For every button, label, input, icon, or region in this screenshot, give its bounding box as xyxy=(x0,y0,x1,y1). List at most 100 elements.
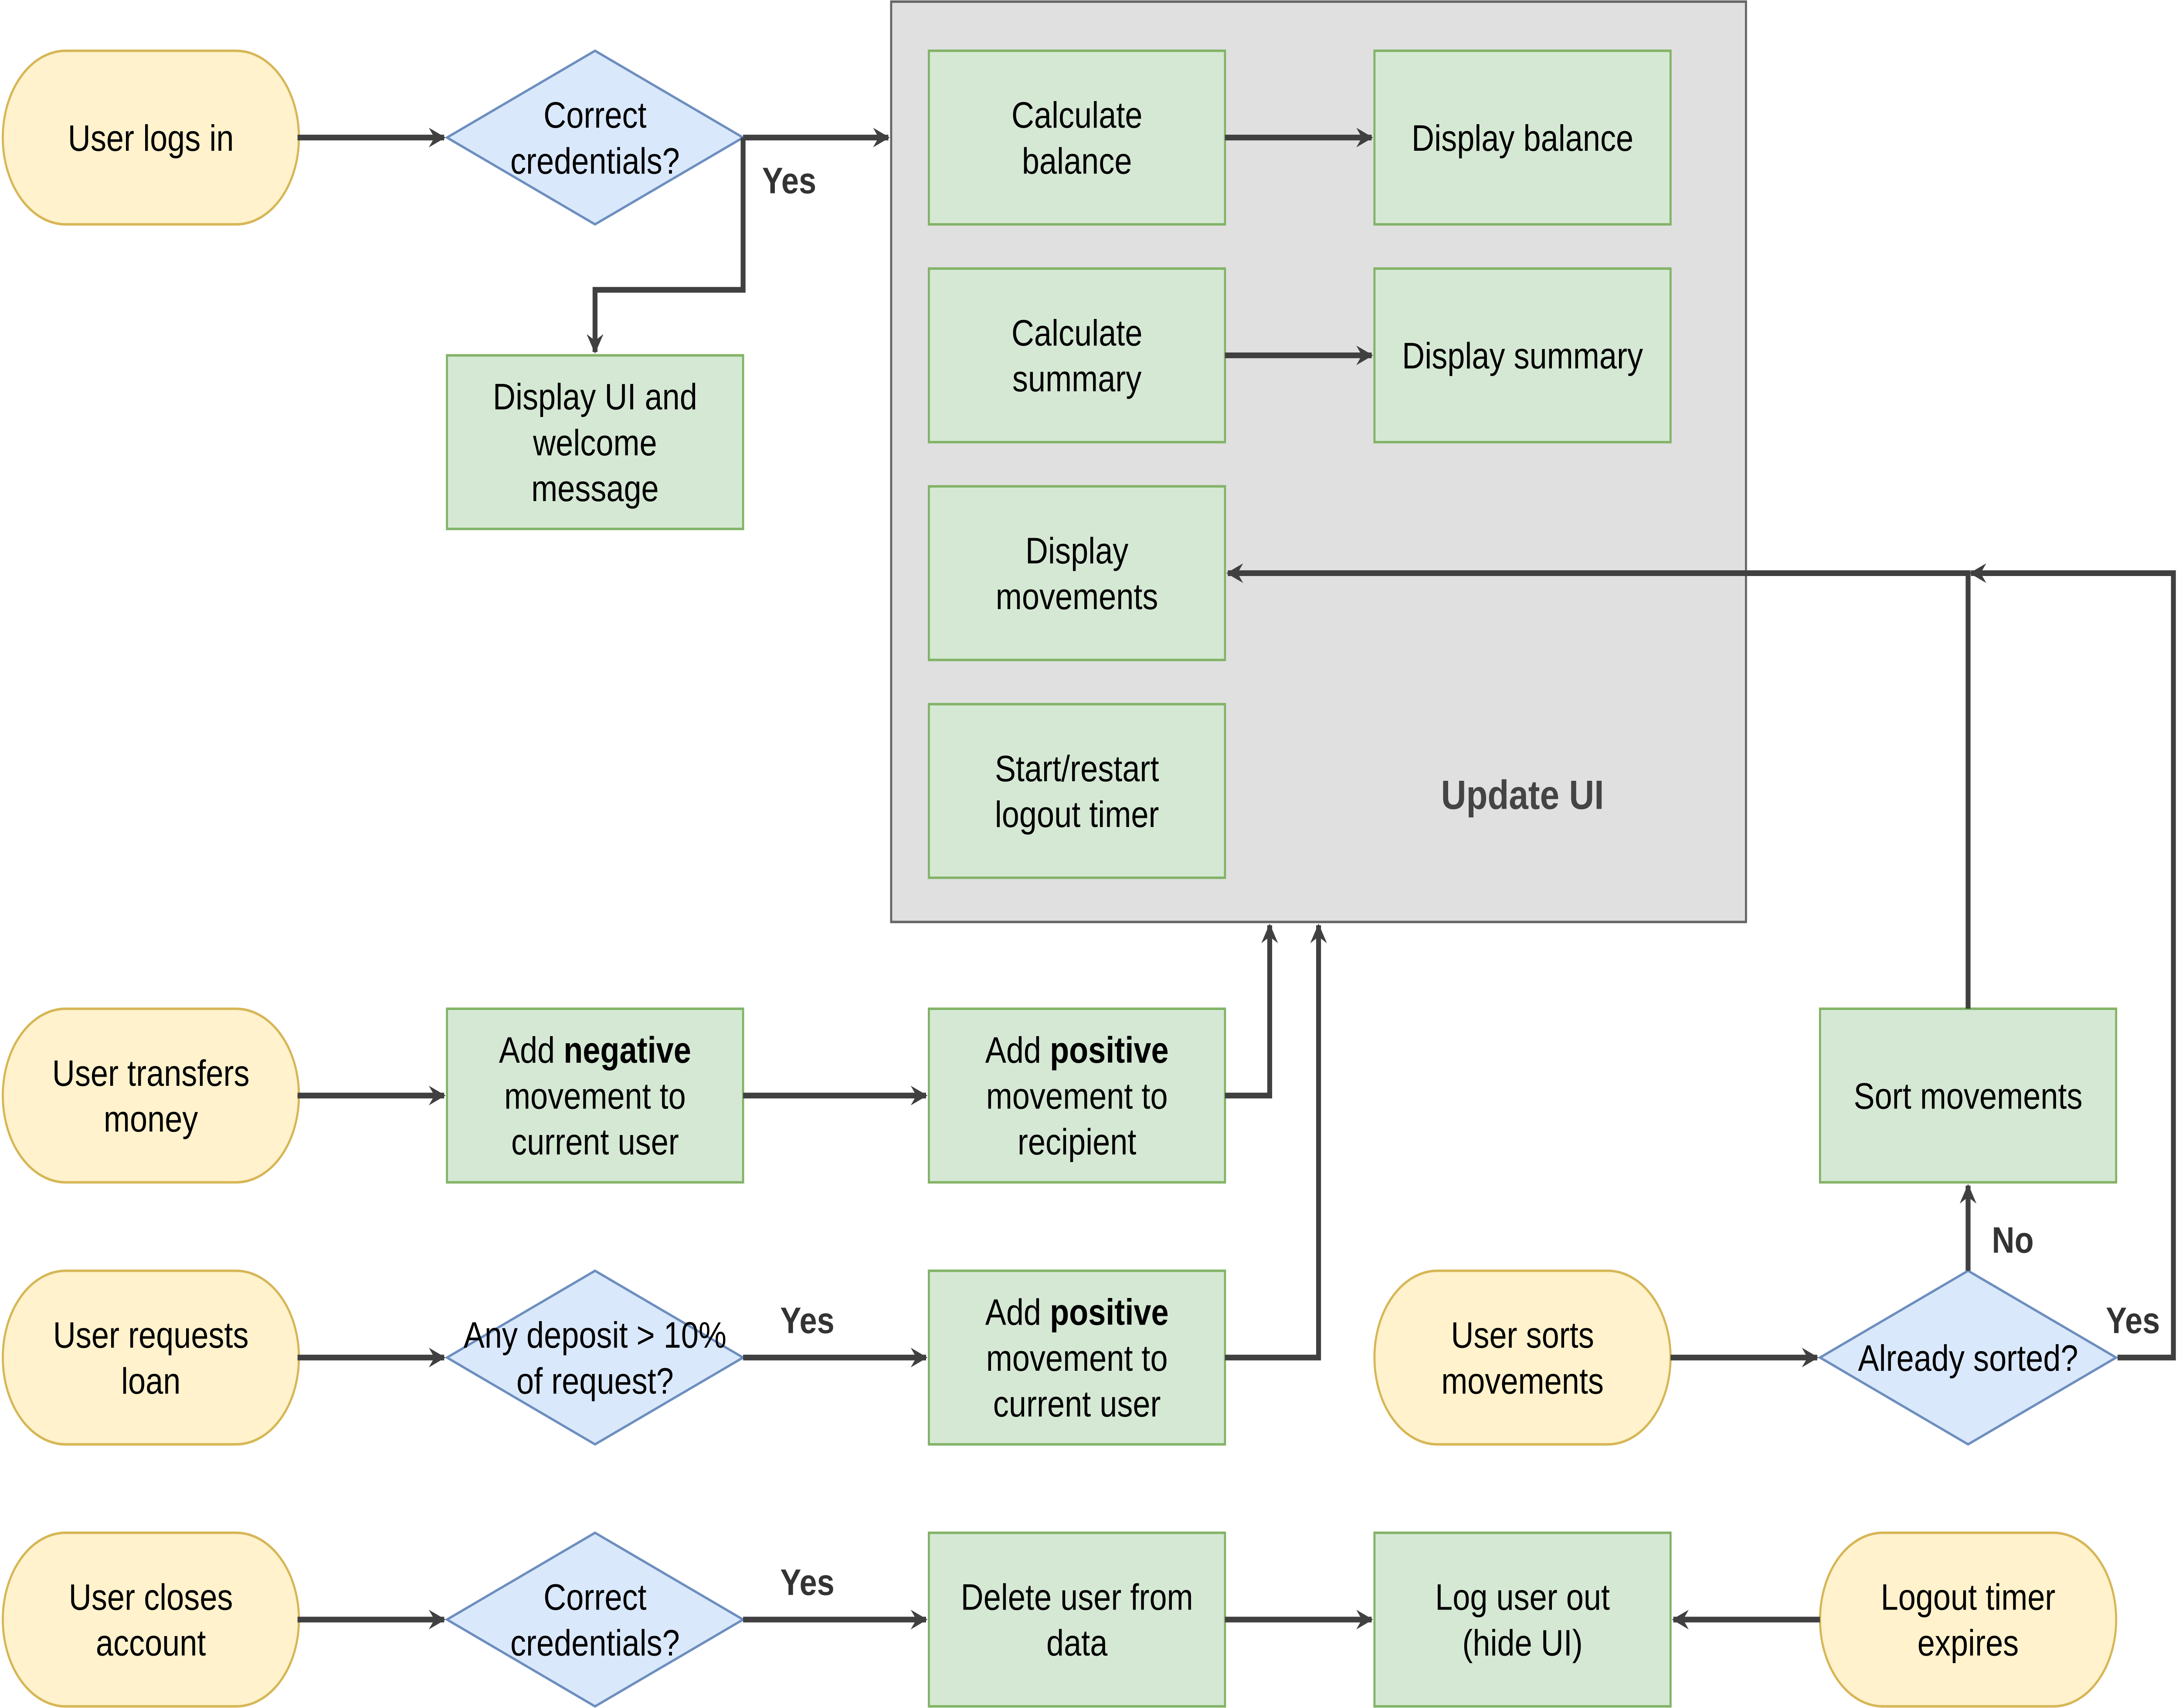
text: Correct xyxy=(543,95,647,136)
text: money xyxy=(104,1098,198,1140)
text: current user xyxy=(511,1121,679,1162)
text: data xyxy=(1046,1622,1108,1664)
node-label: (hide UI) xyxy=(1462,1622,1583,1664)
text: message xyxy=(531,468,659,509)
edge-label-sorted-no: No xyxy=(1992,1220,2034,1261)
node-label: loan xyxy=(121,1360,180,1402)
text: credentials? xyxy=(510,1622,680,1664)
process-shape xyxy=(1373,267,1672,444)
terminal-shape xyxy=(2,1532,300,1708)
node-label: movement to xyxy=(986,1337,1168,1379)
node-label: balance xyxy=(1022,140,1132,182)
edge-label-cred2-yes: Yes xyxy=(780,1562,834,1603)
node-label: Display xyxy=(1025,530,1129,571)
node-label: movements xyxy=(1441,1360,1604,1402)
decision-shape xyxy=(445,1269,746,1446)
text: movements xyxy=(996,576,1158,617)
node-display-summary[interactable]: Display summary xyxy=(1373,267,1672,444)
text: (hide UI) xyxy=(1462,1622,1583,1664)
bold-text: positive xyxy=(1050,1030,1168,1071)
text: logout timer xyxy=(995,794,1159,835)
node-label: recipient xyxy=(1018,1121,1137,1162)
connector-arrow xyxy=(1225,923,1278,1098)
bold-text: negative xyxy=(563,1030,691,1071)
terminal-shape xyxy=(2,1269,300,1446)
text: expires xyxy=(1918,1622,2019,1664)
node-display-movements[interactable]: Display movements xyxy=(928,485,1226,661)
text: balance xyxy=(1022,140,1132,182)
node-label: User requests xyxy=(53,1315,249,1356)
node-already-sorted[interactable]: Already sorted? xyxy=(1817,1269,2119,1446)
node-logout[interactable]: Log user out(hide UI) xyxy=(1373,1532,1672,1708)
edge-label-deposit-yes: Yes xyxy=(780,1300,834,1341)
process-shape xyxy=(928,1532,1226,1708)
process-shape xyxy=(1819,1007,2118,1184)
text: Add xyxy=(499,1030,563,1071)
process-shape xyxy=(446,1007,744,1184)
text: User logs in xyxy=(68,117,234,159)
node-label: money xyxy=(104,1098,198,1140)
process-shape xyxy=(1373,1532,1672,1708)
node-label: Calculate xyxy=(1011,95,1143,136)
text: Sort movements xyxy=(1854,1075,2083,1117)
text: Correct xyxy=(543,1576,647,1618)
node-label: current user xyxy=(993,1383,1161,1425)
node-timer[interactable]: Start/restart logout timer xyxy=(928,703,1226,879)
text: Start/restart xyxy=(995,748,1159,789)
connector-arrow xyxy=(587,137,746,354)
text: Log user out xyxy=(1435,1576,1610,1618)
text: User sorts xyxy=(1451,1315,1594,1356)
text: summary xyxy=(1012,358,1142,400)
node-label: Log user out xyxy=(1435,1576,1610,1618)
node-label: Add positive xyxy=(985,1291,1169,1333)
process-shape xyxy=(928,1269,1226,1446)
text: of request? xyxy=(516,1360,674,1402)
node-label: message xyxy=(531,468,659,509)
node-label: Already sorted? xyxy=(1858,1337,2078,1379)
text: Calculate xyxy=(1011,95,1143,136)
node-login[interactable]: User logs in xyxy=(2,49,300,226)
node-label: data xyxy=(1046,1622,1108,1664)
text: movement to xyxy=(504,1075,686,1117)
node-label: Correct xyxy=(543,95,647,136)
node-deposit-check[interactable]: Any deposit > 10%of request? xyxy=(445,1269,746,1446)
text: Display summary xyxy=(1402,335,1643,376)
node-label: Correct xyxy=(543,1576,647,1618)
node-label: Logout timer xyxy=(1881,1576,2056,1618)
process-shape xyxy=(928,703,1226,879)
group-title: Update UI xyxy=(1441,772,1604,818)
text: Any deposit > 10% xyxy=(464,1315,726,1356)
node-label: movement to xyxy=(504,1075,686,1117)
node-label: User closes xyxy=(69,1576,233,1618)
node-display-balance[interactable]: Display balance xyxy=(1373,49,1672,226)
node-label: Any deposit > 10% xyxy=(464,1315,726,1356)
node-label: welcome xyxy=(533,422,657,463)
node-label: User sorts xyxy=(1451,1315,1594,1356)
node-label: User logs in xyxy=(68,117,234,159)
terminal-shape xyxy=(1819,1532,2118,1708)
node-sort-movements[interactable]: Sort movements xyxy=(1819,1007,2118,1184)
text: Add xyxy=(985,1291,1050,1333)
text: Already sorted? xyxy=(1858,1337,2078,1379)
text: Delete user from xyxy=(961,1576,1193,1618)
terminal-shape xyxy=(1373,1269,1672,1446)
process-shape xyxy=(928,485,1226,661)
node-label: Sort movements xyxy=(1854,1075,2083,1117)
decision-shape xyxy=(1817,1269,2119,1446)
